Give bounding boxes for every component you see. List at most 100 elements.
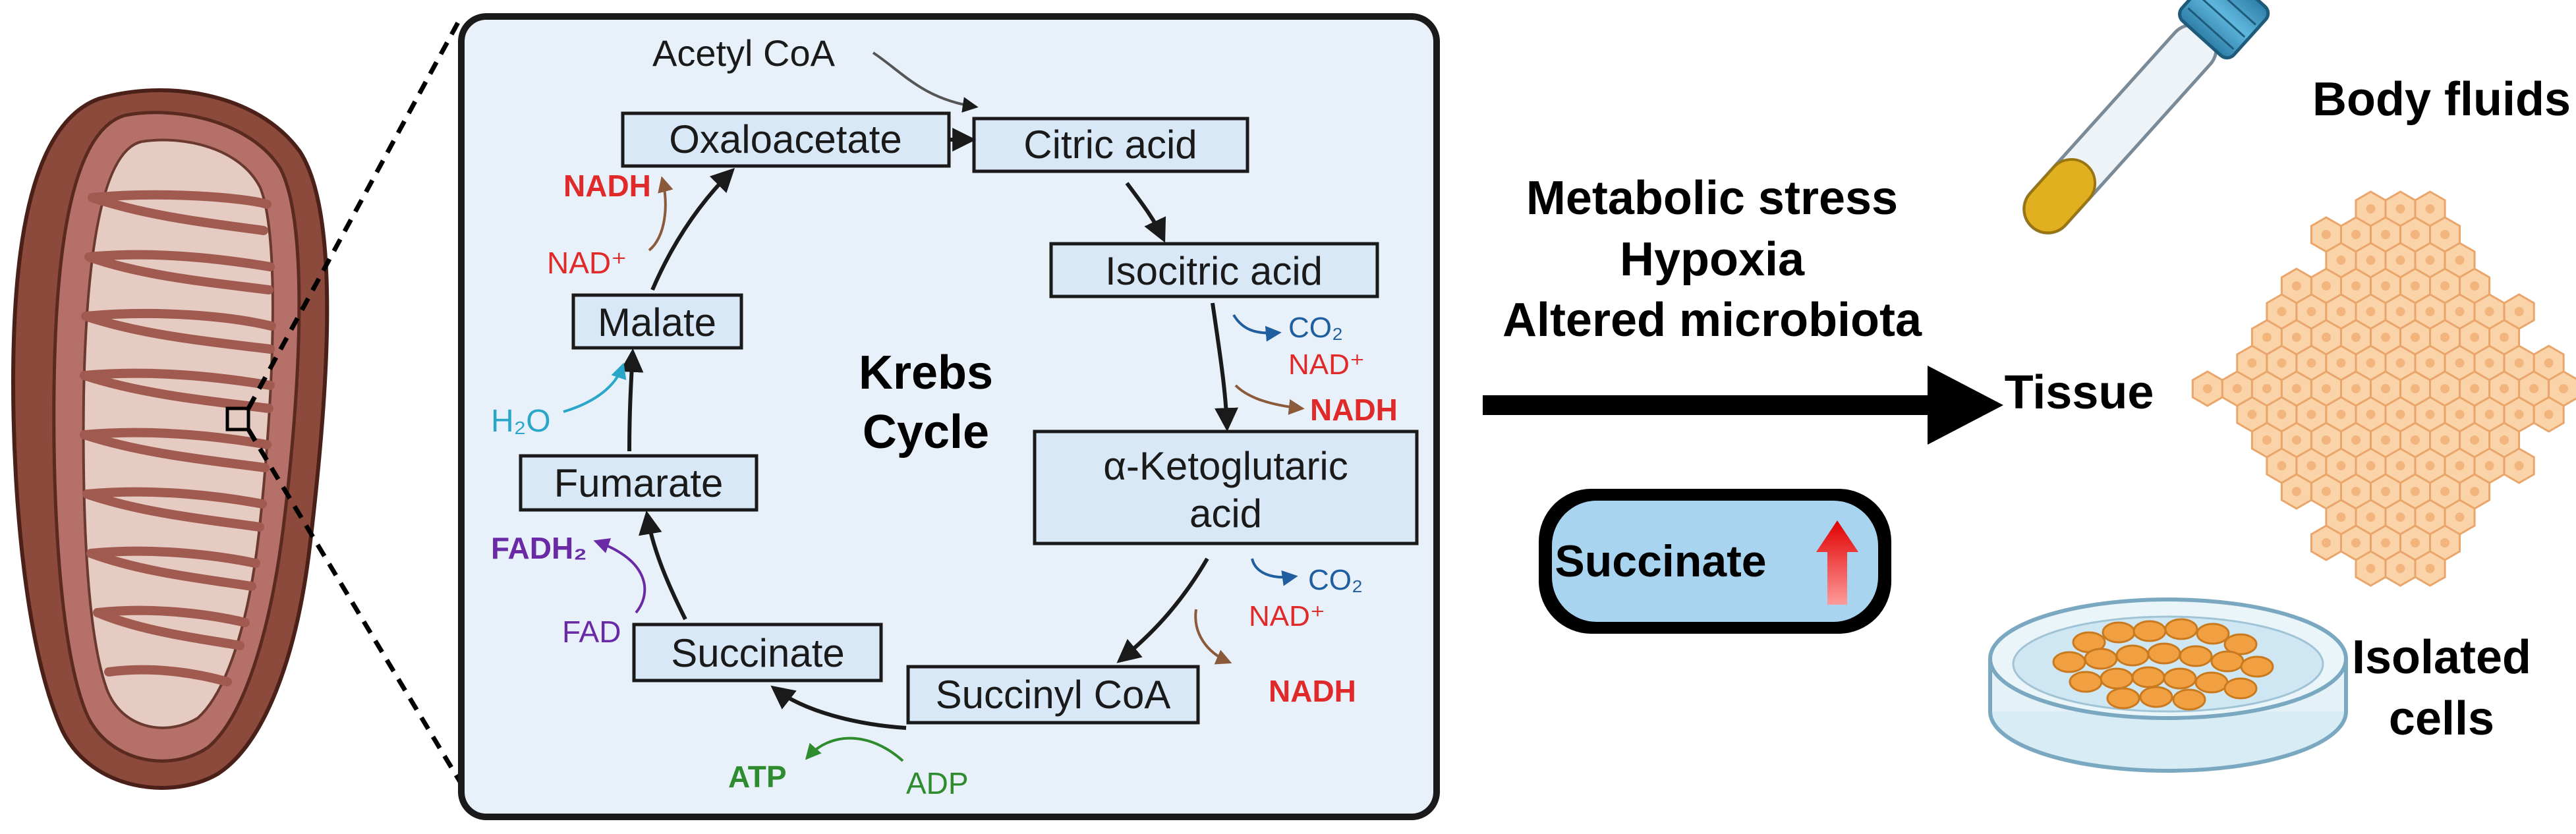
isolated-cell xyxy=(2194,671,2229,694)
arrow-succinate-to-fumarate xyxy=(638,510,687,621)
tissue-cell-nucleus xyxy=(2411,538,2420,547)
fadh2-label: FADH₂ xyxy=(491,531,587,565)
fadh2-arrow xyxy=(593,538,646,614)
tissue-label: Tissue xyxy=(2005,366,2154,419)
isolated-cells-label-line1: Isolated xyxy=(2352,631,2531,684)
tissue-cell-nucleus xyxy=(2336,256,2346,265)
tissue-illustration xyxy=(2191,190,2576,587)
arrow-succinyl-to-succinate xyxy=(770,685,907,730)
tissue-cell-nucleus xyxy=(2321,281,2331,291)
tissue-cell-nucleus xyxy=(2470,487,2480,496)
tissue-cell-nucleus xyxy=(2514,358,2524,368)
tissue-cell-nucleus xyxy=(2351,384,2361,393)
tissue-cell-nucleus xyxy=(2411,281,2420,291)
tissue-cell-nucleus xyxy=(2351,538,2361,547)
tissue-cell-nucleus xyxy=(2247,410,2257,419)
tissue-cell-nucleus xyxy=(2351,487,2361,496)
tissue-cell-nucleus xyxy=(2336,513,2346,522)
isolated-cell xyxy=(2131,666,2165,688)
tissue-cell-nucleus xyxy=(2247,358,2257,368)
krebs-title-line1: Krebs xyxy=(859,347,993,399)
tissue-cell-nucleus xyxy=(2277,410,2287,419)
h2o-label: H₂O xyxy=(491,404,551,439)
tissue-cell-nucleus xyxy=(2366,358,2376,368)
tissue-cell-nucleus xyxy=(2395,564,2405,573)
tissue-cell-nucleus xyxy=(2291,435,2301,445)
nad-plus-label-malate: NAD⁺ xyxy=(547,246,627,280)
mitochondrion-illustration xyxy=(11,15,464,790)
acetyl-coa-label: Acetyl CoA xyxy=(652,32,836,74)
succinyl-coa-label: Succinyl CoA xyxy=(936,673,1171,717)
nadh-arrow-malate xyxy=(648,176,673,252)
arrow-citric-to-isocitric xyxy=(1125,182,1166,243)
main-arrow xyxy=(1483,366,2003,445)
oxaloacetate-label: Oxaloacetate xyxy=(669,117,902,161)
tissue-cell-nucleus xyxy=(2381,487,2390,496)
tissue-cell-nucleus xyxy=(2455,461,2465,470)
tissue-cell-nucleus xyxy=(2232,384,2242,393)
tissue-cell-nucleus xyxy=(2484,461,2494,470)
tissue-cell-nucleus xyxy=(2291,487,2301,496)
isolated-cell xyxy=(2084,648,2118,670)
tissue-cell-nucleus xyxy=(2440,487,2450,496)
isolated-cell xyxy=(2147,642,2181,665)
tissue-cell-nucleus xyxy=(2440,281,2450,291)
arrow-malate-to-oxaloacetate xyxy=(650,167,735,291)
tissue-cell-nucleus xyxy=(2395,358,2405,368)
tissue-cell-nucleus xyxy=(2544,410,2554,419)
tissue-cell-nucleus xyxy=(2470,435,2480,445)
condition-metabolic-stress: Metabolic stress xyxy=(1526,172,1898,225)
h2o-arrow xyxy=(563,362,627,413)
co2-arrow-isocitric xyxy=(1232,314,1282,342)
isolated-cell xyxy=(2132,620,2167,642)
isolated-cells-label-line2: cells xyxy=(2389,692,2494,745)
tissue-cell-nucleus xyxy=(2411,230,2420,239)
tissue-cell-nucleus xyxy=(2306,410,2316,419)
tissue-cell-nucleus xyxy=(2351,230,2361,239)
tissue-cell-nucleus xyxy=(2366,410,2376,419)
isolated-cell xyxy=(2172,688,2206,711)
tissue-cell-nucleus xyxy=(2425,358,2435,368)
tissue-cell-nucleus xyxy=(2425,564,2435,573)
succinate-badge-label: Succinate xyxy=(1555,536,1766,586)
nad-plus-label-isocitric: NAD⁺ xyxy=(1288,348,1365,381)
tissue-cell-nucleus xyxy=(2500,435,2509,445)
tissue-cell-nucleus xyxy=(2395,204,2405,213)
succinate-label: Succinate xyxy=(671,631,845,675)
tissue-cell-nucleus xyxy=(2395,461,2405,470)
conditions-block: Metabolic stress Hypoxia Altered microbi… xyxy=(1503,172,1922,347)
isolated-cell xyxy=(2139,686,2173,708)
tissue-cell-nucleus xyxy=(2395,513,2405,522)
cycle-arrows xyxy=(619,128,1238,730)
tissue-cell-nucleus xyxy=(2351,333,2361,342)
acetyl-coa-arrow xyxy=(872,51,979,113)
nadh-arrow-isocitric xyxy=(1234,384,1305,415)
tissue-cell-nucleus xyxy=(2321,230,2331,239)
malate-box: Malate xyxy=(571,293,743,350)
tissue-cell-nucleus xyxy=(2291,384,2301,393)
tissue-cell-nucleus xyxy=(2544,358,2554,368)
tissue-cell-nucleus xyxy=(2321,384,2331,393)
isolated-cell xyxy=(2240,655,2274,678)
isolated-cell xyxy=(2210,650,2245,673)
increase-arrow-icon xyxy=(1816,520,1858,605)
tissue-cell-nucleus xyxy=(2291,281,2301,291)
co2-label-akg: CO₂ xyxy=(1308,564,1363,596)
citric-acid-box: Citric acid xyxy=(972,117,1249,173)
succinyl-coa-box: Succinyl CoA xyxy=(906,665,1200,725)
alpha-ketoglutaric-label-line2: acid xyxy=(1189,491,1262,536)
tissue-cell-nucleus xyxy=(2411,487,2420,496)
krebs-title-line2: Cycle xyxy=(863,406,989,459)
tissue-cell-nucleus xyxy=(2381,333,2390,342)
tissue-cell-nucleus xyxy=(2440,230,2450,239)
isolated-cell xyxy=(2102,621,2136,644)
tissue-cell-nucleus xyxy=(2395,256,2405,265)
malate-label: Malate xyxy=(598,300,716,345)
arrow-fumarate-to-malate xyxy=(619,348,644,452)
tissue-cell-nucleus xyxy=(2366,564,2376,573)
isolated-cell xyxy=(2223,677,2258,700)
isolated-cell xyxy=(2052,651,2086,673)
tissue-cell-nucleus xyxy=(2440,384,2450,393)
fumarate-box: Fumarate xyxy=(519,454,758,512)
isolated-cell xyxy=(2115,644,2150,667)
